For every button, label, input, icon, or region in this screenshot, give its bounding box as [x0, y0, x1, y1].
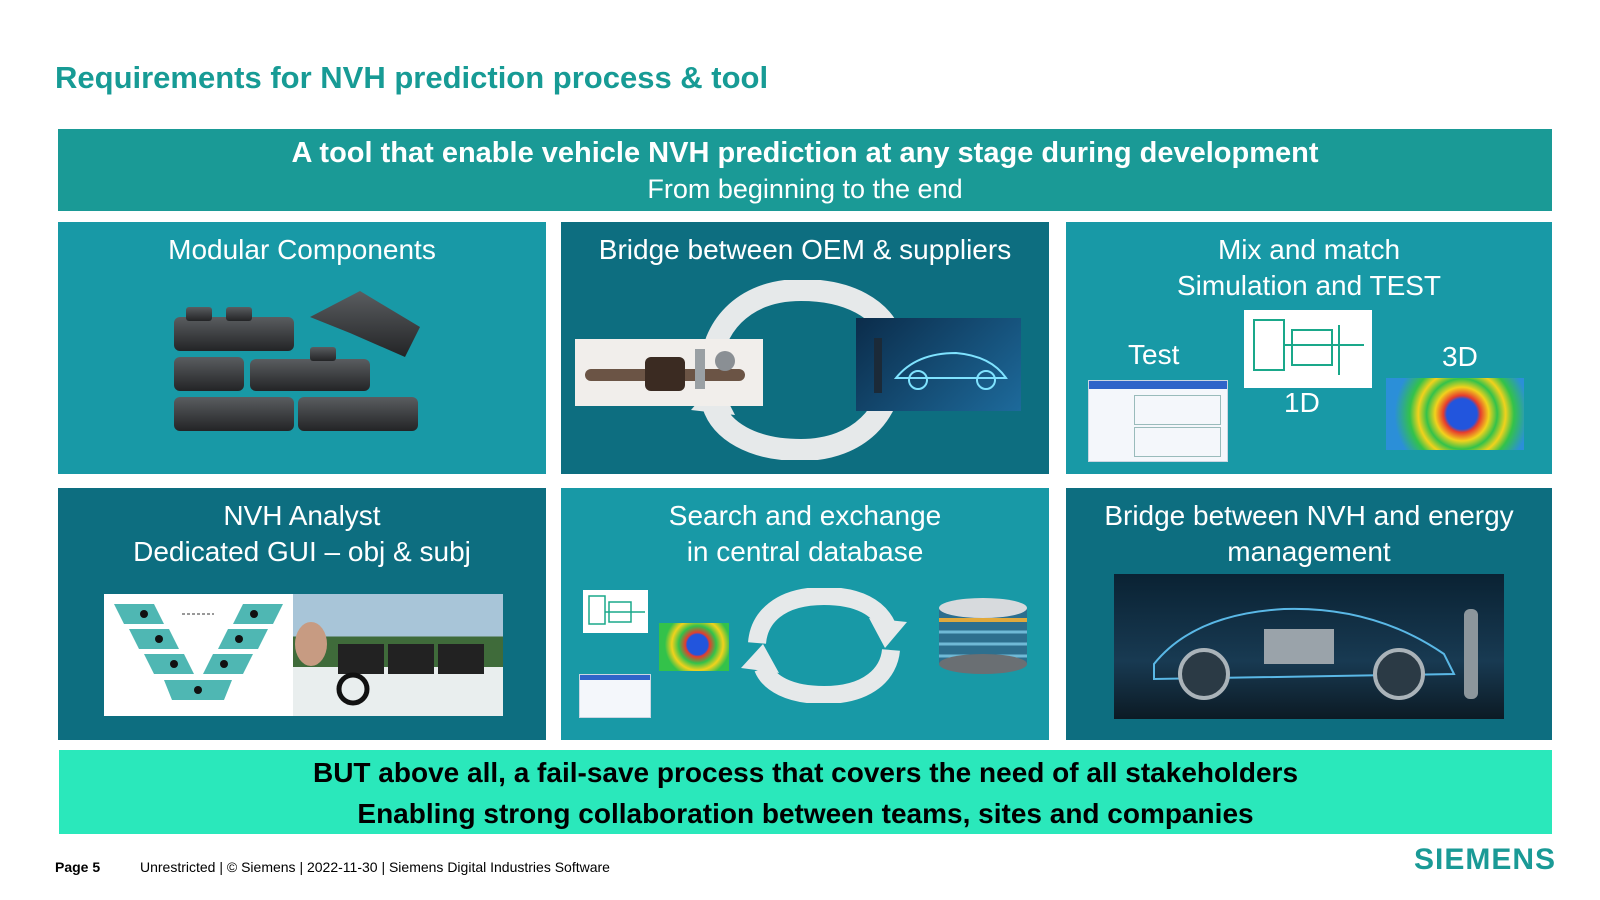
banner-line-1: A tool that enable vehicle NVH predictio… — [291, 137, 1319, 169]
tile-caption: Mix and match Simulation and TEST — [1176, 234, 1442, 301]
3d-simulation-thumb — [659, 623, 729, 671]
tile-caption: Modular Components — [168, 234, 436, 265]
tile-bridge-oem-suppliers: Bridge between OEM & suppliers — [561, 222, 1049, 474]
1d-schematic-image — [1244, 310, 1372, 388]
bottom-line-2: Enabling strong collaboration between te… — [357, 798, 1254, 829]
tile-caption: Bridge between NVH and energy management — [1104, 500, 1514, 567]
ev-chassis-image — [1114, 574, 1504, 719]
1d-schematic-thumb — [583, 590, 648, 633]
tile-caption: Bridge between OEM & suppliers — [598, 234, 1012, 265]
tile-modular-components: Modular Components — [58, 222, 546, 474]
banner-line-2: From beginning to the end — [647, 174, 963, 204]
tile-caption: Search and exchange in central database — [668, 500, 942, 567]
v-model-diagram — [104, 594, 293, 716]
tile-nvh-analyst: NVH Analyst Dedicated GUI – obj & subj — [58, 488, 546, 740]
headline-banner: A tool that enable vehicle NVH predictio… — [58, 129, 1552, 211]
label-1d: 1D — [1284, 387, 1320, 418]
tile-caption: NVH Analyst Dedicated GUI – obj & subj — [133, 500, 471, 567]
digital-car-image — [856, 318, 1021, 411]
driving-simulator-image — [293, 594, 503, 716]
tile-search-exchange: Search and exchange in central database — [561, 488, 1049, 740]
test-software-screenshot — [1088, 380, 1228, 462]
steering-rack-image — [575, 339, 763, 406]
footer-info: Unrestricted | © Siemens | 2022-11-30 | … — [140, 859, 610, 875]
siemens-logo: SIEMENS — [1413, 843, 1556, 876]
cycle-arrows-icon — [741, 588, 907, 703]
slide-title: Requirements for NVH prediction process … — [55, 60, 769, 95]
3d-simulation-image — [1386, 378, 1524, 450]
building-blocks-icon — [174, 291, 420, 431]
test-software-thumb — [579, 674, 651, 718]
database-cylinder-icon — [939, 598, 1027, 674]
tile-mix-and-match: Mix and match Simulation and TEST Test 1… — [1066, 222, 1552, 474]
page-number: Page 5 — [55, 859, 101, 875]
label-3d: 3D — [1442, 341, 1478, 372]
bottom-line-1: BUT above all, a fail-save process that … — [312, 757, 1299, 788]
tile-bridge-nvh-energy: Bridge between NVH and energy management — [1066, 488, 1552, 740]
label-test: Test — [1128, 339, 1180, 370]
bottom-banner: BUT above all, a fail-save process that … — [59, 750, 1552, 834]
